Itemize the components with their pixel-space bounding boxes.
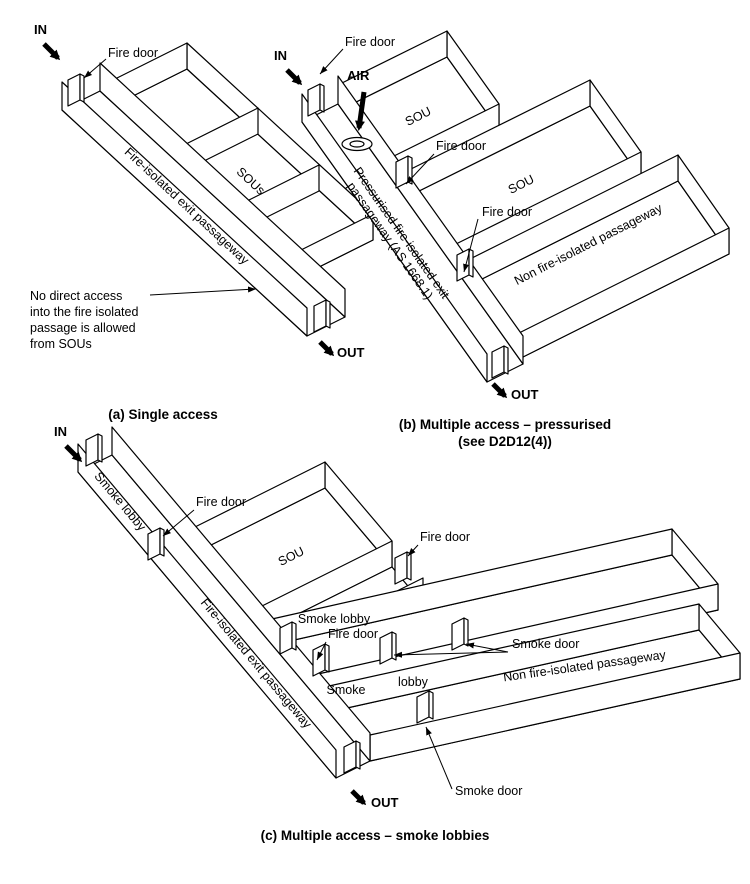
out-label: OUT <box>511 387 539 402</box>
entry-door-slab <box>85 433 103 467</box>
air-arrow <box>355 91 367 131</box>
fire-door-leader <box>463 218 479 273</box>
fire-door-slab <box>147 527 165 561</box>
in-arrow <box>285 68 303 86</box>
note-leader <box>149 286 257 296</box>
out-arrow <box>318 340 335 357</box>
caption-a: (a) Single access <box>108 407 218 422</box>
note-line: passage is allowed <box>30 321 136 335</box>
smoke-door-leader <box>425 726 453 790</box>
fire-door-label: Fire door <box>436 139 486 153</box>
fire-door-slab <box>456 248 474 282</box>
fire-door-label: Fire door <box>328 627 378 641</box>
in-arrow <box>42 42 61 61</box>
in-label: IN <box>274 48 287 63</box>
out-label: OUT <box>371 795 399 810</box>
fire-door-leader <box>319 48 344 75</box>
caption-b-line2: (see D2D12(4)) <box>458 434 552 449</box>
smoke-door-label: Smoke door <box>512 637 579 651</box>
note-line: No direct access <box>30 289 122 303</box>
diagram-b: IN Fire door AIR SOU Fire door SOU Fire … <box>274 30 730 449</box>
fire-door-leader <box>316 641 327 661</box>
smoke-door-slab <box>379 631 397 665</box>
passage-far-wall <box>111 426 371 762</box>
exit-door-slab <box>313 299 331 333</box>
fire-door-label: Fire door <box>420 530 470 544</box>
smoke-door-slab <box>451 617 469 651</box>
caption-c: (c) Multiple access – smoke lobbies <box>261 828 490 843</box>
air-label: AIR <box>347 68 370 83</box>
smoke-lobby-label: Smoke lobby <box>298 612 371 626</box>
fire-door-leader <box>405 153 435 185</box>
out-arrow <box>350 789 367 806</box>
smoke-door-leader <box>465 642 509 653</box>
fire-door-slab <box>395 155 413 189</box>
passage-far-wall <box>99 62 346 318</box>
in-arrow <box>64 444 83 463</box>
note-line: from SOUs <box>30 337 92 351</box>
caption-b-line1: (b) Multiple access – pressurised <box>399 417 611 432</box>
smoke-door-slab <box>416 690 434 724</box>
out-label: OUT <box>337 345 365 360</box>
smoke-word-label: Smoke <box>327 683 366 697</box>
in-label: IN <box>34 22 47 37</box>
fire-door-label: Fire door <box>482 205 532 219</box>
passage-near-wall <box>61 81 308 337</box>
fire-door-leader <box>162 509 195 537</box>
exit-door-slab <box>491 345 509 379</box>
fire-door-leader <box>407 544 419 557</box>
exit-door-slab <box>343 740 361 774</box>
smoke-lobby-door-slab <box>279 621 297 655</box>
fire-door-label: Fire door <box>196 495 246 509</box>
smoke-door-leader <box>393 651 509 658</box>
out-arrow <box>491 382 508 399</box>
passage-near-wall <box>301 93 488 383</box>
smoke-door-label: Smoke door <box>455 784 522 798</box>
diagram-c: IN Smoke lobby Fire door SOU Fire door S… <box>54 424 741 843</box>
note-line: into the fire isolated <box>30 305 138 319</box>
fire-door-label: Fire door <box>108 46 158 60</box>
fire-door-leader <box>83 58 107 79</box>
fire-door-slab <box>312 643 330 677</box>
lobby-word-label: lobby <box>398 675 429 689</box>
fire-door-slab <box>307 83 325 117</box>
pressurisation-fan-icon <box>341 136 373 152</box>
fire-door-slab <box>394 551 412 585</box>
fire-door-label: Fire door <box>345 35 395 49</box>
fire-door-slab <box>67 73 85 107</box>
in-label: IN <box>54 424 67 439</box>
